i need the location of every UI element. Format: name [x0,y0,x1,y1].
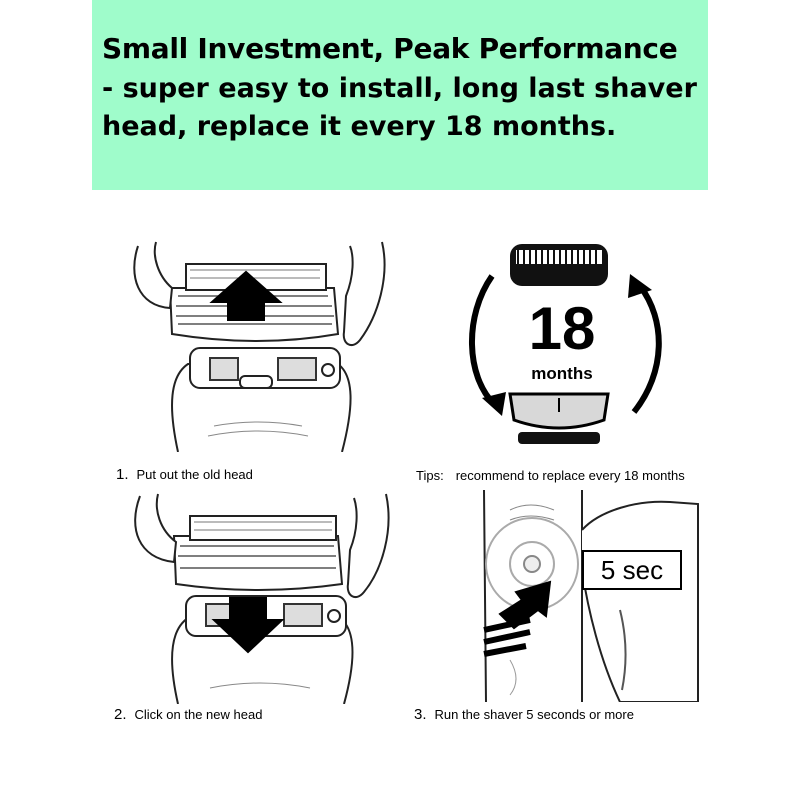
step-2-caption: 2. Click on the new head [114,706,262,723]
down-arrow-icon [211,597,285,654]
subheadline: - super easy to install, long last shave… [102,73,697,142]
tips-label: Tips: [416,468,444,483]
shaver-body [483,490,583,702]
duration-badge: 5 sec [582,550,682,590]
step-3-caption: 3. Run the shaver 5 seconds or more [414,706,634,723]
tips-illustration: 18 months [462,236,672,452]
headline: Small Investment, Peak Performance [102,32,678,65]
step-text: Click on the new head [134,707,263,722]
up-arrow-icon [209,270,283,321]
cycle-unit: months [531,364,593,383]
step-number: 2. [114,706,127,723]
step-1-illustration [128,236,392,452]
tips-caption: Tips: recommend to replace every 18 month… [416,468,685,483]
tips-text: recommend to replace every 18 months [455,468,685,483]
step-text: Put out the old head [136,467,253,482]
step-text: Run the shaver 5 seconds or more [434,707,634,722]
step-number: 1. [116,466,129,483]
step-2-illustration [128,492,398,704]
step-number: 3. [414,706,427,723]
refresh-cycle-icon [469,274,662,416]
step-3-illustration: 5 sec [470,490,700,702]
cycle-number: 18 [528,295,596,362]
header-banner: Small Investment, Peak Performance - sup… [92,0,708,190]
step-1-caption: 1. Put out the old head [116,466,253,483]
